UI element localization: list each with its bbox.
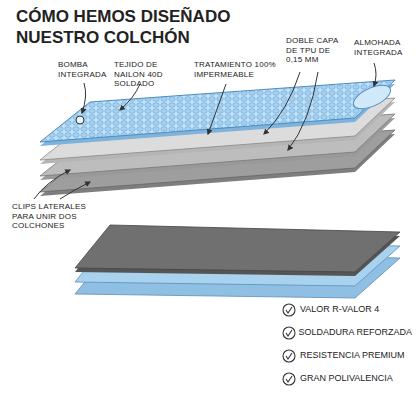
- part-label: TEJIDO DE NAILON 40D SOLDADO: [114, 60, 190, 89]
- feature-item: RESISTENCIA PREMIUM: [300, 350, 405, 361]
- part-label: ALMOHADA INTEGRADA: [354, 38, 410, 57]
- check-icons: [283, 304, 295, 385]
- part-label: DOBLE CAPA DE TPU DE 0,15 MM: [286, 36, 346, 65]
- top-layers: [40, 80, 395, 196]
- leader-lines: [34, 63, 376, 199]
- feature-item: VALOR R-VALOR 4: [300, 304, 379, 315]
- part-label: TRATAMIENTO 100% IMPERMEABLE: [194, 60, 280, 79]
- diagram-title: CÓMO HEMOS DISEÑADO NUESTRO COLCHÓN: [16, 6, 256, 49]
- feature-item: SOLDADURA REFORZADA: [298, 327, 412, 338]
- part-label: CLIPS LATERALES PARA UNIR DOS COLCHONES: [12, 202, 96, 231]
- part-label: BOMBA INTEGRADA: [58, 60, 110, 79]
- bottom-mattress: [75, 225, 400, 298]
- feature-item: GRAN POLIVALENCIA: [300, 373, 393, 384]
